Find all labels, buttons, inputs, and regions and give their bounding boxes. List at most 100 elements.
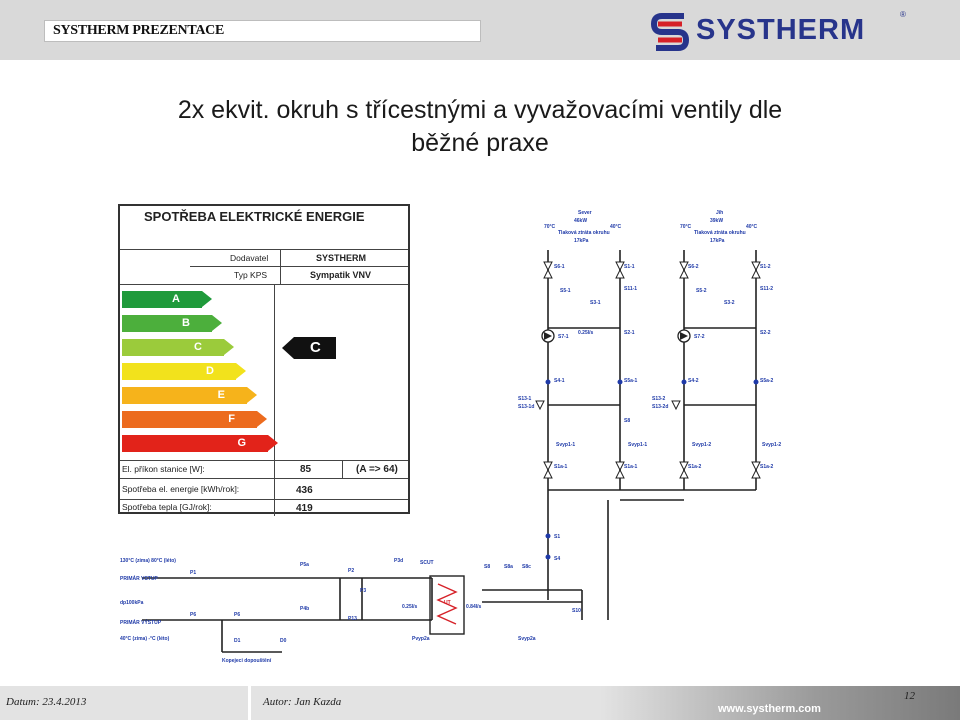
schematic-tag: S8c [522, 564, 531, 570]
slide-title-line2: běžné praxe [411, 129, 549, 157]
schematic-tag: S13-2 [652, 396, 666, 402]
north-loss-label: Tlaková ztráta okruhu [558, 230, 610, 236]
schematic-tag: P6 [234, 612, 240, 618]
header-bar: SYSTHERM PREZENTACE SYSTHERM ® [0, 0, 960, 60]
schematic-tag: S5-1 [560, 288, 571, 294]
class-bar-a: A [122, 291, 212, 308]
brand-name: SYSTHERM [696, 14, 866, 46]
footer-author: Autor: Jan Kazda [263, 696, 342, 708]
energy-label: SPOTŘEBA ELEKTRICKÉ ENERGIE Dodavatel SY… [118, 204, 410, 516]
page-number: 12 [904, 690, 915, 702]
schematic-tag: Svyp1-2 [762, 442, 781, 448]
class-letter: G [237, 437, 246, 449]
schematic-tag: Pvyp2a [412, 636, 430, 642]
divider [120, 460, 408, 461]
schematic-tag: D0 [280, 638, 287, 644]
schematic-tag: S5a-1 [624, 378, 638, 384]
schematic-tag: P3 [360, 588, 366, 594]
schematic-tag: S13-1 [518, 396, 532, 402]
schematic-tag: Svyp1-1 [628, 442, 647, 448]
schematic-tag: S2-2 [760, 330, 771, 336]
footer-author-cell: Autor: Jan Kazda [251, 686, 600, 720]
stat-value-electricity: 436 [296, 485, 313, 496]
drain-legend: Kopejeci dopouštění [222, 658, 272, 664]
energy-label-heading: SPOTŘEBA ELEKTRICKÉ ENERGIE [144, 209, 365, 224]
schematic-tag: S6-2 [688, 264, 699, 270]
south-power: 39kW [710, 218, 723, 224]
divider [120, 249, 408, 250]
presentation-label-box: SYSTHERM PREZENTACE [44, 20, 481, 42]
schematic-tag: P2 [348, 568, 354, 574]
class-bar-c: C [122, 339, 234, 356]
stat-extra-power: (A => 64) [356, 464, 398, 475]
class-letter: C [194, 341, 202, 353]
schematic-tag: S10 [572, 608, 581, 614]
class-letter: D [206, 365, 214, 377]
heat-exchanger [429, 575, 465, 635]
schematic-tag: P3d [394, 558, 403, 564]
class-bar-d: D [122, 363, 246, 380]
hydraulic-schematic: Sever 46kW 70°C 40°C Tlaková ztráta okru… [120, 210, 781, 664]
north-t-in: 70°C [544, 224, 556, 230]
schematic-tag: S1a-2 [688, 464, 702, 470]
schematic-tag: S1-2 [760, 264, 771, 270]
schematic-tag: S1 [554, 534, 560, 540]
schematic-tag: S13-1d [518, 404, 534, 410]
schematic-tag: D1 [234, 638, 241, 644]
divider [120, 499, 408, 500]
south-name: Jih [716, 210, 723, 216]
schematic-tag: Svyp1-2 [692, 442, 711, 448]
footer-date: Datum: 23.4.2013 [6, 696, 87, 708]
divider [342, 460, 343, 478]
divider [274, 460, 275, 516]
schematic-tag: Svyp1-1 [556, 442, 575, 448]
schematic-tag: 0.84l/s [466, 604, 482, 610]
footer-date-cell: Datum: 23.4.2013 [0, 686, 248, 720]
schematic-tag: S11-2 [760, 286, 773, 292]
stat-label-power: El. příkon stanice [W]: [122, 464, 205, 474]
schematic-tag: Svyp2a [518, 636, 536, 642]
class-bar-g: G [122, 435, 278, 452]
schematic-tag: S3-2 [724, 300, 735, 306]
north-loss: 17kPa [574, 238, 589, 244]
slide-title-line1: 2x ekvit. okruh s třícestnými a vyvažova… [177, 96, 783, 124]
footer-gradient [600, 686, 960, 720]
type-label: Typ KPS [234, 270, 268, 280]
south-t-out: 40°C [746, 224, 758, 230]
schematic-tag: S4-2 [688, 378, 699, 384]
south-loss: 17kPa [710, 238, 725, 244]
schematic-tag: P6 [190, 612, 196, 618]
schematic-tag: S1-1 [624, 264, 635, 270]
north-t-out: 40°C [610, 224, 622, 230]
footer-website: www.systherm.com [718, 703, 821, 715]
schematic-tag: UT [444, 600, 451, 606]
schematic-tag: P4b [300, 606, 309, 612]
footer-bar: Datum: 23.4.2013 Autor: Jan Kazda www.sy… [0, 686, 960, 720]
supplier-value: SYSTHERM [316, 253, 367, 263]
registered-mark: ® [900, 10, 906, 19]
return-temps: 40°C (zima) -°C (léto) [120, 636, 170, 642]
schematic-tag: S4-1 [554, 378, 565, 384]
schematic-tag: S13-2d [652, 404, 668, 410]
schematic-tag: SCUT [420, 560, 434, 566]
class-letter: B [182, 317, 190, 329]
south-loss-label: Tlaková ztráta okruhu [694, 230, 746, 236]
schematic-tag: S3-1 [590, 300, 601, 306]
schematic-tag: P13 [348, 616, 357, 622]
schematic-tag: P5a [300, 562, 309, 568]
north-power: 46kW [574, 218, 587, 224]
class-letter: A [172, 293, 180, 305]
stat-label-heat: Spotřeba tepla [GJ/rok]: [122, 502, 212, 512]
footer-separator [248, 686, 251, 720]
stat-value-power: 85 [300, 464, 312, 475]
schematic-tag: 0.25l/s [402, 604, 418, 610]
schematic-tag: S8 [624, 418, 630, 424]
north-name: Sever [578, 210, 592, 216]
schematic-tag: S11-1 [624, 286, 637, 292]
schematic-tag: P1 [190, 570, 196, 576]
schematic-tag: S5a-2 [760, 378, 774, 384]
primary-out: PRIMÁR VÝSTUP [120, 619, 162, 626]
dp-label: dp100kPa [120, 600, 144, 606]
schematic-tag: S5-2 [696, 288, 707, 294]
divider [120, 478, 408, 479]
